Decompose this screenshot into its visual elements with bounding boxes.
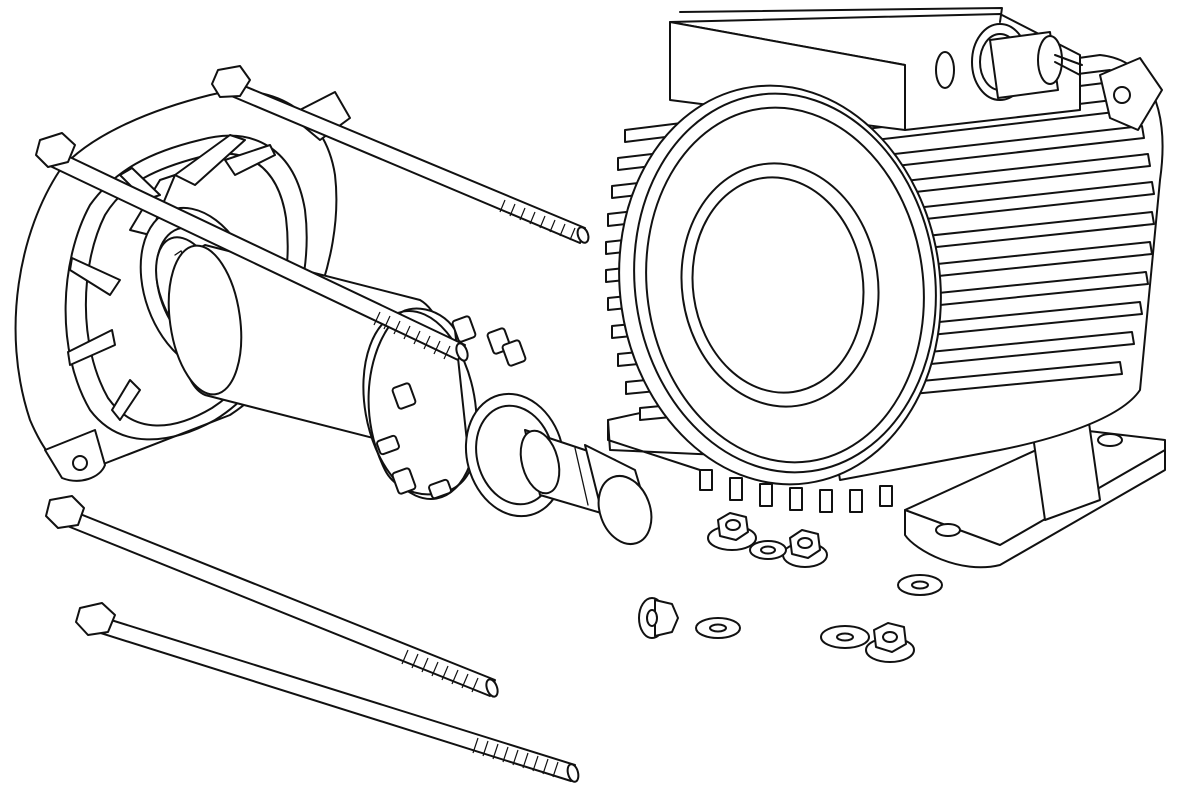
- flange-nut-4: [638, 597, 679, 639]
- flat-washers: [695, 540, 943, 649]
- flange-nuts: [638, 512, 915, 663]
- bottom-fin-teeth: [699, 469, 893, 513]
- flange-nut-3: [865, 622, 915, 663]
- flange-nut-2: [782, 529, 828, 568]
- tie-rod-bolt-4: [75, 602, 580, 783]
- tie-rod-bolt-1: [211, 65, 590, 244]
- motor-housing: [605, 7, 1166, 569]
- flat-washer-2: [897, 574, 943, 596]
- tie-rod-bolts: [35, 65, 590, 783]
- tie-rod-bolt-2: [35, 132, 469, 362]
- flat-washer-1: [749, 540, 787, 560]
- flange-nut-1: [707, 512, 757, 551]
- flat-washer-4: [820, 625, 870, 649]
- front-end-shield: [618, 84, 942, 486]
- rotor: [155, 236, 653, 545]
- tie-rod-bolt-3: [45, 495, 499, 698]
- flat-washer-3: [695, 617, 741, 639]
